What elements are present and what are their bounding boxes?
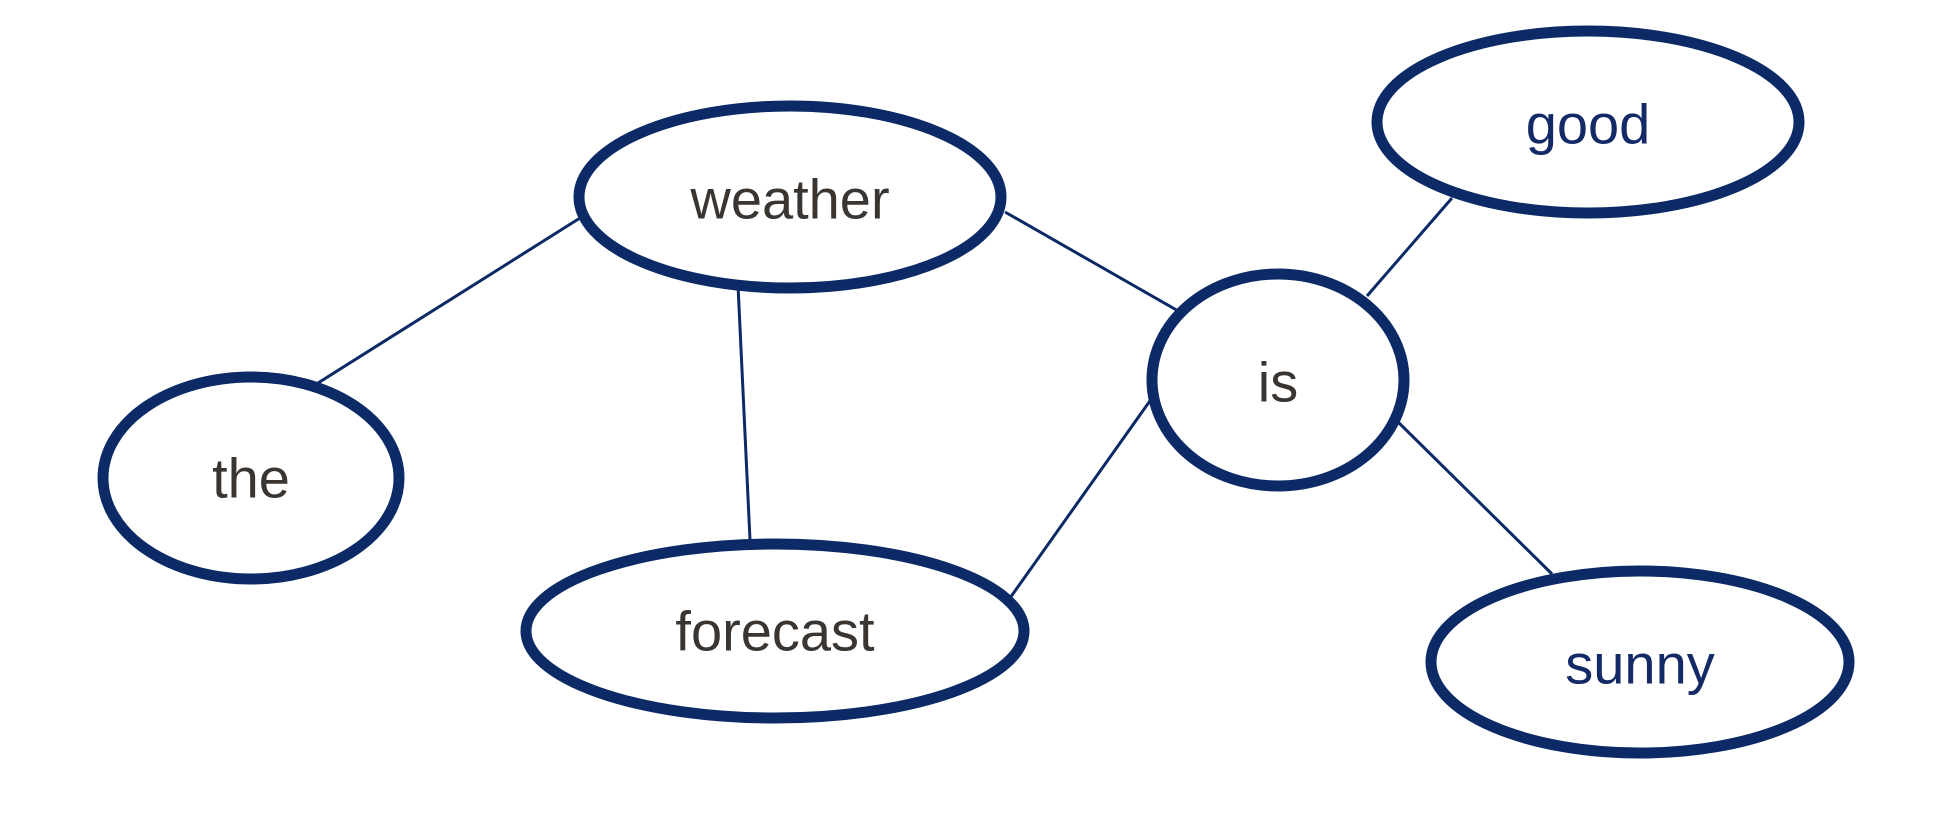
edge-is-good xyxy=(1365,197,1454,297)
node-forecast-label: forecast xyxy=(675,600,875,663)
node-the-ellipse xyxy=(97,371,405,585)
node-the-label: the xyxy=(212,447,290,510)
node-is: is xyxy=(1146,268,1410,492)
node-weather: weather xyxy=(573,100,1007,294)
edges xyxy=(317,197,1554,599)
edge-weather-forecast xyxy=(736,284,752,541)
node-is-label: is xyxy=(1258,351,1298,414)
node-good-ellipse xyxy=(1371,25,1805,219)
node-sunny-label: sunny xyxy=(1565,633,1714,696)
node-the: the xyxy=(97,371,405,585)
node-is-ellipse xyxy=(1146,268,1410,492)
edge-weather-is xyxy=(1004,210,1181,314)
edge-forecast-is xyxy=(1008,397,1154,599)
edge-the-weather xyxy=(317,216,581,385)
node-good: good xyxy=(1371,25,1805,219)
node-good-label: good xyxy=(1526,93,1651,156)
node-weather-ellipse xyxy=(573,100,1007,294)
node-forecast-ellipse xyxy=(520,538,1030,724)
edge-is-sunny xyxy=(1394,418,1554,576)
node-weather-label: weather xyxy=(689,168,889,231)
node-forecast: forecast xyxy=(520,538,1030,724)
node-sunny-ellipse xyxy=(1425,565,1855,759)
node-sunny: sunny xyxy=(1425,565,1855,759)
